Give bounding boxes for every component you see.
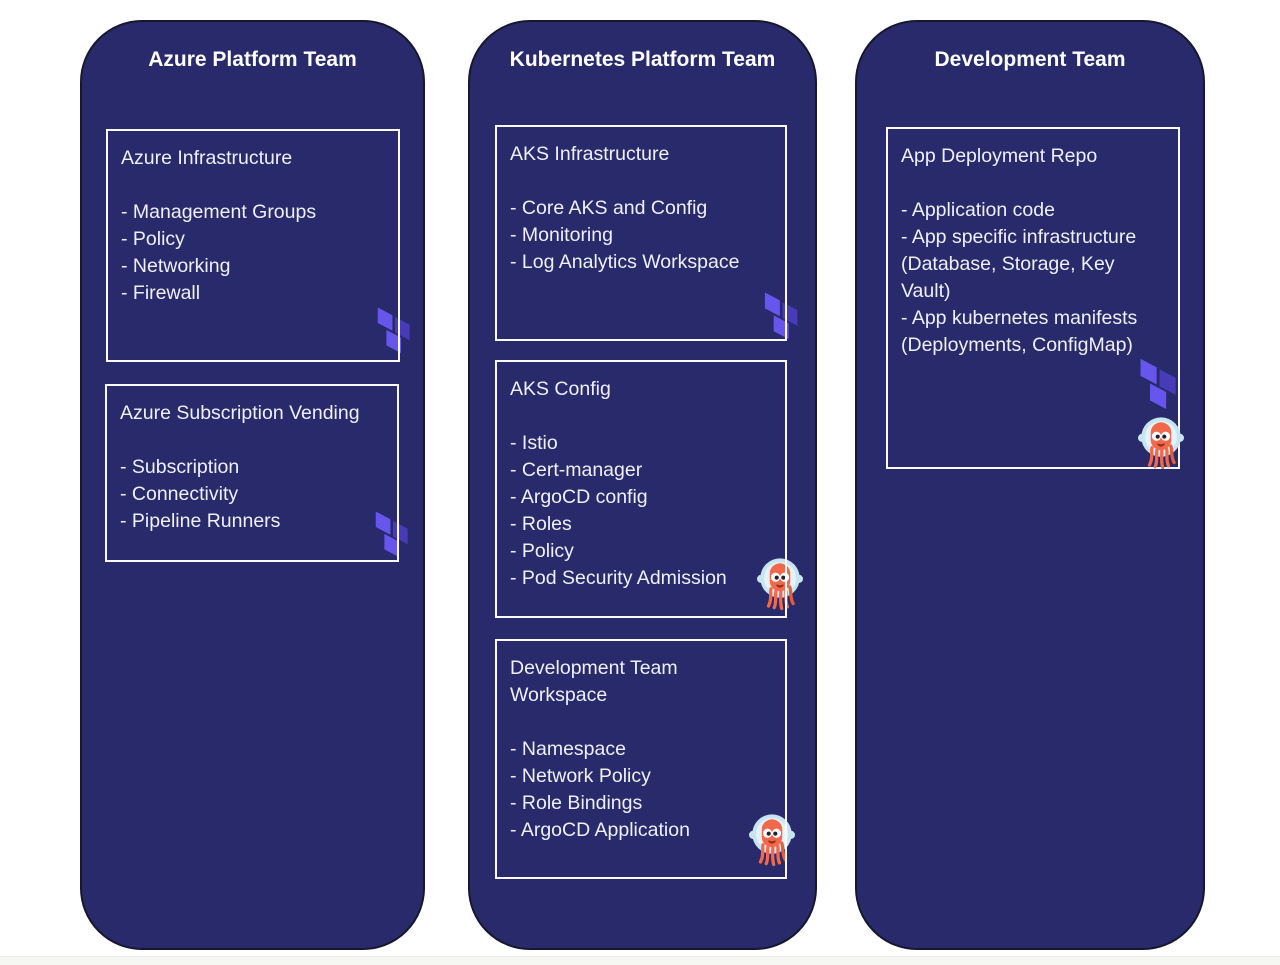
box-aks-config: AKS Config - Istio - Cert-manager - Argo… (495, 360, 787, 618)
box-title: AKS Infrastructure (510, 143, 670, 165)
box-item: - Firewall (121, 282, 201, 304)
box-item: - Role Bindings (510, 792, 643, 814)
box-item: - Networking (121, 255, 231, 277)
column-kubernetes-platform-team: Kubernetes Platform Team AKS Infrastruct… (468, 20, 817, 950)
box-item: - App kubernetes manifests (Deployments,… (901, 307, 1138, 356)
box-item: - Pipeline Runners (120, 510, 281, 532)
box-title: Development Team Workspace (510, 657, 678, 706)
box-item: - Network Policy (510, 765, 651, 787)
box-azure-subscription-vending: Azure Subscription Vending - Subscriptio… (105, 384, 399, 562)
box-item: - Pod Security Admission (510, 567, 727, 589)
column-title: Development Team (934, 48, 1126, 71)
box-item: - Log Analytics Workspace (510, 251, 740, 273)
box-title: App Deployment Repo (901, 145, 1098, 167)
box-item: - App specific infrastructure (Database,… (901, 226, 1137, 302)
box-development-team-workspace: Development Team Workspace - Namespace -… (495, 639, 787, 879)
box-item: - ArgoCD config (510, 486, 648, 508)
box-item: - ArgoCD Application (510, 819, 690, 841)
column-azure-platform-team: Azure Platform Team Azure Infrastructure… (80, 20, 425, 950)
column-title: Azure Platform Team (148, 48, 357, 71)
box-item: - Application code (901, 199, 1055, 221)
column-title: Kubernetes Platform Team (509, 48, 776, 71)
box-item: - Policy (121, 228, 185, 250)
box-azure-infrastructure: Azure Infrastructure - Management Groups… (106, 129, 400, 362)
box-title: Azure Subscription Vending (120, 402, 360, 424)
box-item: - Management Groups (121, 201, 317, 223)
box-item: - Policy (510, 540, 574, 562)
box-app-deployment-repo: App Deployment Repo - Application code -… (886, 127, 1180, 469)
box-item: - Connectivity (120, 483, 239, 505)
box-item: - Namespace (510, 738, 626, 760)
box-title: AKS Config (510, 378, 611, 400)
column-development-team: Development Team App Deployment Repo - A… (855, 20, 1205, 950)
box-item: - Roles (510, 513, 572, 535)
argocd-icon (1138, 411, 1184, 473)
box-aks-infrastructure: AKS Infrastructure - Core AKS and Config… (495, 125, 787, 341)
box-item: - Core AKS and Config (510, 197, 708, 219)
page-bottom-edge (0, 956, 1280, 965)
box-item: - Monitoring (510, 224, 613, 246)
box-title: Azure Infrastructure (121, 147, 293, 169)
box-item: - Subscription (120, 456, 240, 478)
box-item: - Cert-manager (510, 459, 643, 481)
box-item: - Istio (510, 432, 558, 454)
